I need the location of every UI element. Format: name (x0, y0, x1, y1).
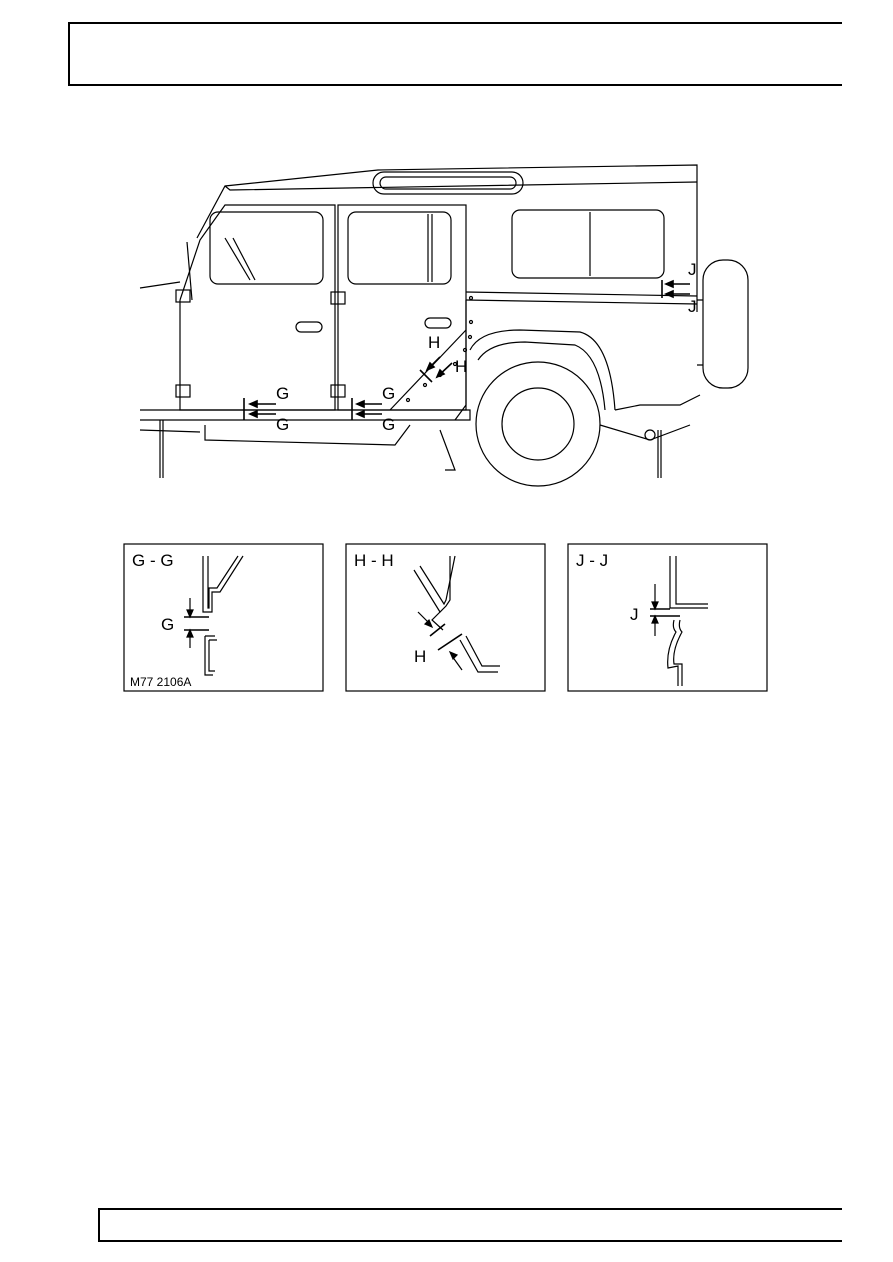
section-marker-j (661, 279, 690, 299)
detail-frame-g (123, 543, 324, 692)
vehicle-body (139, 164, 749, 487)
section-marker-g-rear (351, 398, 382, 420)
detail-title-jj: J - J (576, 551, 608, 570)
callout-g-upper-right: G (382, 384, 395, 403)
detail-title-gg: G - G (132, 551, 174, 570)
callout-h-lower: H (455, 357, 467, 376)
callout-j-lower: J (688, 297, 697, 316)
callout-g-lower-left: G (276, 415, 289, 434)
figure-code: M77 2106A (130, 675, 191, 689)
callout-j-upper: J (688, 260, 697, 279)
detail-frame-h (345, 543, 546, 692)
callout-g-upper-left: G (276, 384, 289, 403)
callout-g-lower-right: G (382, 415, 395, 434)
detail-callout-g: G (161, 615, 174, 634)
detail-drawing-g (184, 555, 244, 676)
detail-callout-h: H (414, 647, 426, 666)
detail-title-hh: H - H (354, 551, 394, 570)
detail-callout-j: J (630, 605, 639, 624)
page-header-frame (68, 22, 842, 86)
section-marker-h (419, 356, 453, 383)
detail-drawing-j (650, 556, 708, 686)
page-footer-frame (98, 1208, 842, 1242)
section-marker-g-front (243, 398, 276, 420)
detail-drawing-h (413, 555, 500, 673)
callout-h-upper: H (428, 333, 440, 352)
detail-frame-j (567, 543, 768, 692)
